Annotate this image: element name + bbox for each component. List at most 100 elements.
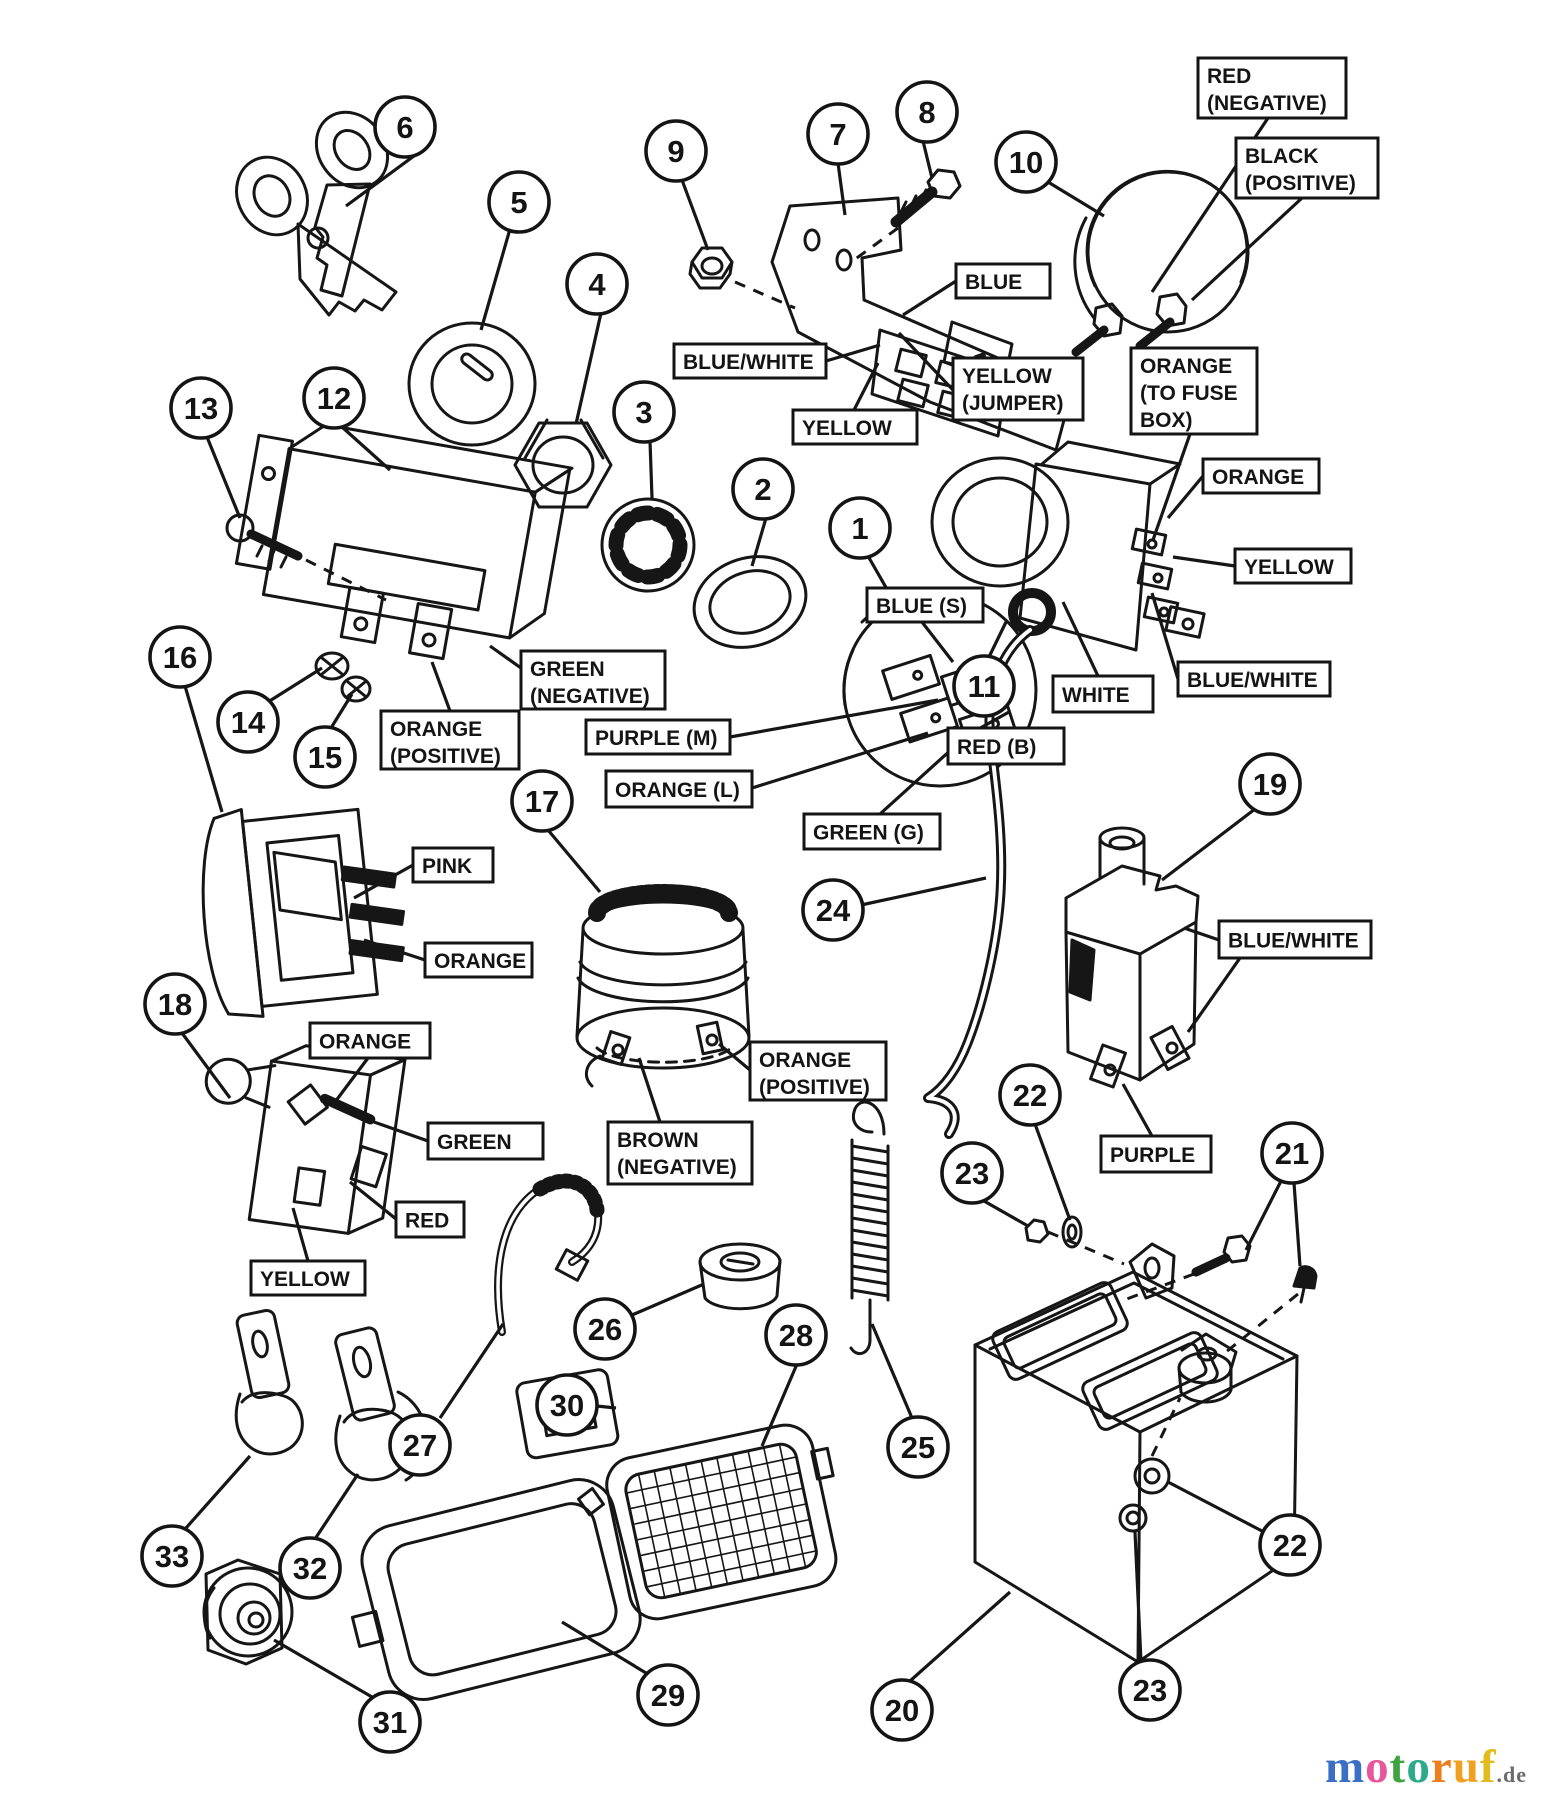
label-blue: BLUE [954, 262, 1052, 300]
callout-23: 23 [940, 1141, 1004, 1205]
callout-number: 14 [231, 705, 266, 740]
label-orange-rocker: ORANGE [423, 941, 534, 979]
callout-number: 16 [163, 640, 197, 675]
callout-number: 2 [754, 472, 771, 507]
label-blue-white-right: BLUE/WHITE [1176, 660, 1332, 698]
part-lock-washer-icon [600, 497, 696, 593]
callout-3: 3 [612, 380, 676, 444]
label-green-g: GREEN (G) [802, 812, 942, 851]
callout-22: 22 [998, 1063, 1062, 1127]
label-text: BLUE [965, 271, 1022, 294]
label-orange-right: ORANGE [1201, 457, 1321, 495]
label-text: GREEN [437, 1131, 512, 1154]
callout-5: 5 [487, 170, 551, 234]
callout-number: 4 [588, 267, 606, 302]
label-blue-white-19: BLUE/WHITE [1217, 919, 1373, 960]
label-blue-s: BLUE (S) [865, 586, 985, 624]
part-lens-icon [605, 1423, 838, 1621]
part-control-rod-icon [923, 588, 1056, 1139]
callout-number: 9 [667, 134, 684, 169]
callout-29: 29 [636, 1663, 700, 1727]
callout-1: 1 [828, 496, 892, 560]
label-text: ORANGE [1212, 466, 1304, 489]
label-text: PINK [422, 855, 472, 878]
callout-number: 17 [525, 784, 559, 819]
callout-number: 13 [184, 391, 218, 426]
label-text: RED(NEGATIVE) [1207, 65, 1327, 115]
callout-number: 11 [968, 669, 1001, 704]
callout-number: 22 [1273, 1528, 1307, 1563]
part-cable-tie-icon [494, 1173, 605, 1336]
callout-8: 8 [895, 80, 959, 144]
label-text: ORANGE [434, 950, 526, 973]
label-pink: PINK [411, 846, 495, 884]
label-text: BLUE/WHITE [683, 351, 814, 374]
callout-12: 12 [302, 366, 366, 430]
part-holddown-hardware-icon [1024, 1215, 1176, 1300]
label-red-switch18: RED [394, 1200, 466, 1239]
callout-26: 26 [573, 1297, 637, 1361]
callout-32: 32 [278, 1536, 342, 1600]
callout-11: 11 [952, 654, 1016, 718]
part-bezel-frame-icon [350, 1478, 642, 1701]
motoruf-logo-word: motoruf [1325, 1741, 1496, 1793]
wire-color-labels: RED(NEGATIVE)BLACK(POSITIVE)BLUEBLUE/WHI… [249, 56, 1380, 1297]
part-bolt-icon [890, 168, 962, 228]
label-text: RED (B) [957, 736, 1036, 759]
part-light-switch-icon [930, 440, 1206, 652]
part-plunger-switch-icon [204, 1044, 407, 1235]
label-orange-positive-buzzer: ORANGE(POSITIVE) [748, 1040, 888, 1102]
callout-10: 10 [994, 130, 1058, 194]
label-text: ORANGE (L) [615, 779, 740, 802]
label-text: GREEN (G) [813, 822, 924, 845]
logo-letter: u [1452, 1741, 1480, 1793]
callout-number: 8 [918, 95, 935, 130]
callout-number: 15 [308, 740, 342, 775]
callout-number: 31 [373, 1705, 407, 1740]
part-rocker-switch-icon [201, 807, 406, 1018]
logo-letter: r [1430, 1741, 1453, 1793]
part-plug-icon [698, 1242, 782, 1311]
label-text: WHITE [1062, 684, 1130, 707]
callout-6: 6 [373, 95, 437, 159]
label-red-b: RED (B) [946, 726, 1066, 766]
label-yellow-jumper: YELLOW(JUMPER) [951, 356, 1085, 422]
label-text: ORANGE [319, 1031, 411, 1054]
part-drawings: NO [201, 110, 1318, 1701]
callout-15: 15 [293, 725, 357, 789]
part-clamp-small-icon [234, 1308, 304, 1456]
label-yellow-right: YELLOW [1233, 547, 1353, 585]
callout-4: 4 [565, 252, 629, 316]
callout-number: 20 [885, 1693, 919, 1728]
label-text: BLUE/WHITE [1228, 930, 1359, 953]
part-bezel-ring-icon [407, 321, 537, 447]
callout-16: 16 [148, 625, 212, 689]
label-text: GREEN(NEGATIVE) [530, 658, 650, 708]
callout-number: 19 [1253, 767, 1287, 802]
callout-24: 24 [801, 878, 865, 942]
callout-2: 2 [731, 457, 795, 521]
label-blue-white-top: BLUE/WHITE [672, 342, 828, 380]
callout-number: 26 [588, 1312, 622, 1347]
part-o-ring-icon [692, 555, 808, 649]
callout-33: 33 [140, 1524, 204, 1588]
logo-letter: o [1406, 1741, 1431, 1793]
callout-17: 17 [510, 769, 574, 833]
logo-letter: m [1325, 1741, 1366, 1793]
callout-number: 10 [1009, 145, 1043, 180]
label-yellow-top: YELLOW [791, 408, 919, 446]
part-small-nut-icon [688, 246, 734, 290]
part-battery-icon [973, 1270, 1299, 1664]
label-text: BLUE/WHITE [1187, 669, 1318, 692]
callout-13: 13 [169, 376, 233, 440]
callout-number: 23 [1133, 1673, 1167, 1708]
callout-9: 9 [644, 119, 708, 183]
label-red-negative: RED(NEGATIVE) [1196, 56, 1348, 120]
callout-number: 1 [851, 511, 868, 546]
callout-number: 7 [829, 117, 846, 152]
callout-number: 21 [1275, 1136, 1309, 1171]
part-snap-light-icon [202, 1558, 294, 1666]
